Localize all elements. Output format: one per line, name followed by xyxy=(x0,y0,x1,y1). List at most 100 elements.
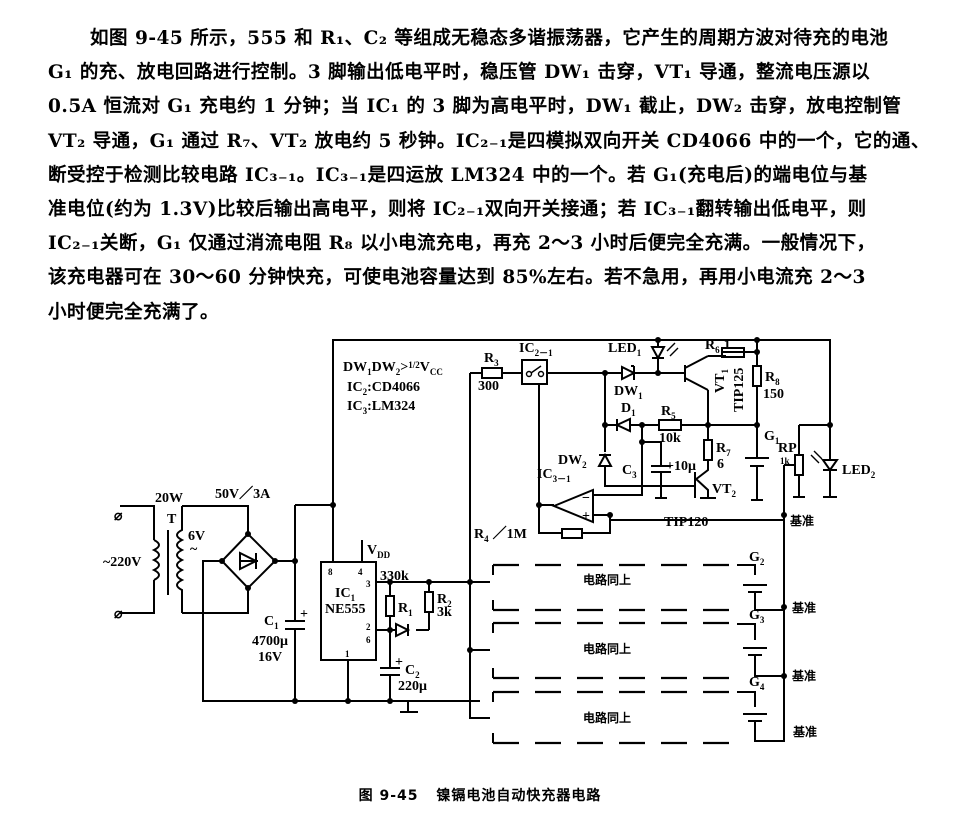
paragraph-line: VT₂ 导通，G₁ 通过 R₇、VT₂ 放电约 5 秒钟。IC₂₋₁是四模拟双向… xyxy=(48,130,930,152)
circuit-notes: DW1DW2>1/2VCC IC2:CD4066 IC3:LM324 xyxy=(343,360,443,416)
potentiometer-rp: RP 1k xyxy=(778,424,830,515)
r1-label: R1 xyxy=(398,601,413,618)
zener-dw1: DW1 xyxy=(605,365,658,401)
r3-value: 300 xyxy=(478,379,499,394)
ic2-1-switch: IC2－1 xyxy=(519,341,553,385)
same-circuit-label: 电路同上 xyxy=(583,710,631,725)
vt1-part: TIP125 xyxy=(732,368,747,412)
r6-resistor xyxy=(721,347,745,358)
r4-label: R4／1M xyxy=(474,526,527,544)
secondary-voltage-label: 6V xyxy=(188,529,205,544)
paragraph-line: 如图 9-45 所示，555 和 R₁、C₂ 等组成无稳态多谐振荡器，它产生的周… xyxy=(90,28,889,49)
reference-label: 基准 xyxy=(789,513,814,528)
ic2-1-label: IC2－1 xyxy=(519,341,553,358)
pin-label: 8 xyxy=(328,567,333,577)
transformer: 20W T 6V ~ xyxy=(151,491,205,613)
vt2-part: TIP120 xyxy=(664,515,708,530)
c1-value: 4700μ xyxy=(252,634,288,649)
paragraph-line: IC₂₋₁关断，G₁ 仅通过消流电阻 R₈ 以小电流充电，再充 2～3 小时后便… xyxy=(48,233,876,255)
r2-value: 3k xyxy=(437,605,452,620)
ic2-note: IC2:CD4066 xyxy=(347,380,420,397)
figure-title: 镍镉电池自动快充器电路 xyxy=(436,788,602,804)
r5-value: 10k xyxy=(659,431,681,446)
channel-2: 电路同上 G2 基准 xyxy=(492,550,816,615)
battery-g1: G1 xyxy=(745,425,780,501)
figure-caption: 图 9-45 镍镉电池自动快充器电路 xyxy=(0,785,960,805)
zener-note: DW1DW2>1/2VCC xyxy=(343,360,443,377)
zener-dw2: DW2 xyxy=(558,425,642,487)
ic1-ne555: 8 4 3 2 6 1 IC1 NE555 VDD xyxy=(320,505,391,701)
vdd-label: VDD xyxy=(367,543,391,560)
paragraph-line: 小时便完全充满了。 xyxy=(48,301,220,323)
mains-input: ⌀ ⌀ ~220V xyxy=(103,505,155,622)
ic1-part: NE555 xyxy=(325,602,365,617)
channel-3: 电路同上 G3 基准 xyxy=(492,608,816,683)
ac-tilde-label: ~ xyxy=(190,542,198,557)
paragraph-line: 该充电器可在 30～60 分钟快充，可使电池容量达到 85%左右。若不急用，再用… xyxy=(48,267,866,289)
r7-value: 6 xyxy=(717,457,724,472)
terminal-icon: ⌀ xyxy=(114,509,123,524)
vt2-label: VT2 xyxy=(712,482,736,499)
g2-label: G2 xyxy=(749,550,765,567)
channel-4: 电路同上 G4 基准 xyxy=(492,675,817,745)
c2-value: 220μ xyxy=(398,679,427,694)
d1-label: D1 xyxy=(621,401,636,418)
non-inverting-input: + xyxy=(582,509,590,524)
r8-value: 150 xyxy=(763,387,784,402)
diode-d1: D1 xyxy=(604,373,642,433)
led2: LED2 xyxy=(810,340,876,498)
mains-voltage-label: ~220V xyxy=(103,555,141,570)
c1-voltage: 16V xyxy=(258,650,282,665)
r5-resistor xyxy=(658,419,682,431)
r7-label: R7 xyxy=(716,441,731,458)
inverting-input: − xyxy=(582,491,590,506)
r3-resistor xyxy=(481,367,503,379)
pin-label: 3 xyxy=(366,579,371,589)
c1-label: C1 xyxy=(264,614,279,631)
polarity-plus: + xyxy=(300,607,308,622)
vt1-label: VT1 xyxy=(713,369,730,393)
same-circuit-label: 电路同上 xyxy=(583,572,631,587)
bridge-rating-label: 50V／3A xyxy=(215,486,271,502)
transformer-power-label: 20W xyxy=(155,491,183,506)
g1-label: G1 xyxy=(764,429,780,446)
r8-label: R8 xyxy=(765,370,780,387)
pin-label: 6 xyxy=(366,635,371,645)
paragraph-line: G₁ 的充、放电回路进行控制。3 脚输出低电平时，稳压管 DW₁ 击穿，VT₁ … xyxy=(48,62,871,84)
rp-value: 1k xyxy=(780,456,790,466)
r2-label: R2 xyxy=(437,592,452,609)
g3-label: G3 xyxy=(749,608,765,625)
ic3-1-label: IC3－1 xyxy=(537,467,571,484)
led1: LED1 xyxy=(608,340,679,373)
c3-label: C3 xyxy=(622,463,637,480)
r7-resistor xyxy=(703,439,713,461)
ic3-note: IC3:LM324 xyxy=(347,399,415,416)
circuit-schematic: ⌀ ⌀ ~220V 20W T 6V ~ 50V／3A + C1 4700μ 1… xyxy=(103,337,876,745)
r4-resistor xyxy=(561,528,583,539)
figure-number: 图 9-45 xyxy=(358,788,419,804)
rp-label: RP xyxy=(778,441,797,456)
c2-label: C2 xyxy=(405,663,420,680)
reference-label: 基准 xyxy=(791,668,816,683)
description-paragraph: 如图 9-45 所示，555 和 R₁、C₂ 等组成无稳态多谐振荡器，它产生的周… xyxy=(48,22,943,330)
transformer-name-label: T xyxy=(167,512,177,527)
bridge-rectifier: 50V／3A xyxy=(182,486,480,702)
reference-label: 基准 xyxy=(792,724,817,739)
paragraph-line: 0.5A 恒流对 G₁ 充电约 1 分钟；当 IC₁ 的 3 脚为高电平时，DW… xyxy=(48,96,902,118)
capacitor-c1: + C1 4700μ 16V xyxy=(252,505,308,704)
dw2-label: DW2 xyxy=(558,453,587,470)
g4-label: G4 xyxy=(749,675,765,692)
r8-resistor xyxy=(752,365,762,387)
r3-label: R3 xyxy=(484,351,499,368)
opamp-ic3-1: − + IC3－1 R4／1M xyxy=(474,467,787,544)
timing-network: 330k R1 R2 3k + C2 220μ xyxy=(345,569,470,713)
led1-label: LED1 xyxy=(608,341,642,358)
same-circuit-label: 电路同上 xyxy=(583,641,631,656)
polarity-plus: + xyxy=(395,655,403,670)
pin-label: 4 xyxy=(358,567,363,577)
dw1-label: DW1 xyxy=(614,384,643,401)
r1-value: 330k xyxy=(380,569,409,584)
paragraph-line: 准电位(约为 1.3V)比较后输出高电平，则将 IC₂₋₁双向开关接通；若 IC… xyxy=(48,198,867,220)
reference-label: 基准 xyxy=(791,600,816,615)
